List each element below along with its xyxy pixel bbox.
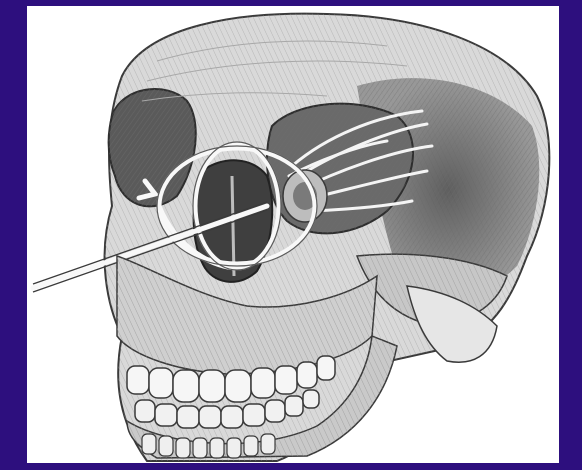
skull-illustration [27,6,559,463]
skull-illustration-icon [27,6,559,463]
